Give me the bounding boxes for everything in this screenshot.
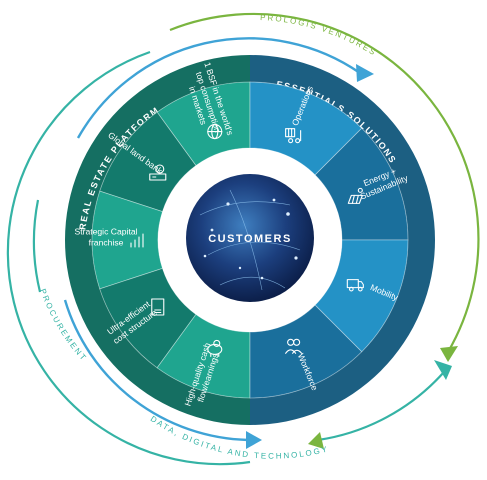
ventures-arrowhead	[440, 346, 458, 362]
bar-chart-dollar-icon	[130, 233, 144, 248]
document-dollar-icon	[151, 298, 165, 316]
workers-icon	[285, 338, 303, 354]
lower-right-arrowhead	[434, 360, 452, 380]
solar-panel-icon	[347, 187, 363, 204]
piggy-bank-icon	[207, 339, 223, 357]
forklift-icon	[285, 128, 302, 144]
left-ring	[65, 55, 250, 425]
truck-icon	[346, 279, 364, 292]
procurement-arc	[6, 50, 251, 466]
lower-left-arc	[32, 199, 42, 293]
data-arc	[317, 371, 445, 442]
top-blue-arc	[76, 37, 361, 139]
right-ring	[250, 55, 435, 425]
globe	[186, 174, 314, 302]
left-segment-5	[156, 313, 251, 399]
left-segment-2	[99, 111, 197, 213]
segments: 1 BSF in the world'stop consumptionin ma…	[74, 61, 409, 407]
outer-arcs	[6, 12, 480, 466]
bottom-blue-arc	[63, 299, 249, 442]
land-bank-icon	[149, 164, 167, 181]
globe-icon	[207, 124, 223, 140]
globe-lights	[203, 198, 298, 280]
customers-label: CUSTOMERS	[208, 233, 292, 245]
left-segment-4	[99, 267, 197, 369]
bottom-blue-arrowhead	[246, 431, 262, 449]
data-arrowhead	[308, 432, 324, 449]
ventures-arc	[169, 12, 480, 353]
globe-network	[199, 189, 301, 291]
top-blue-arrowhead	[356, 64, 374, 82]
